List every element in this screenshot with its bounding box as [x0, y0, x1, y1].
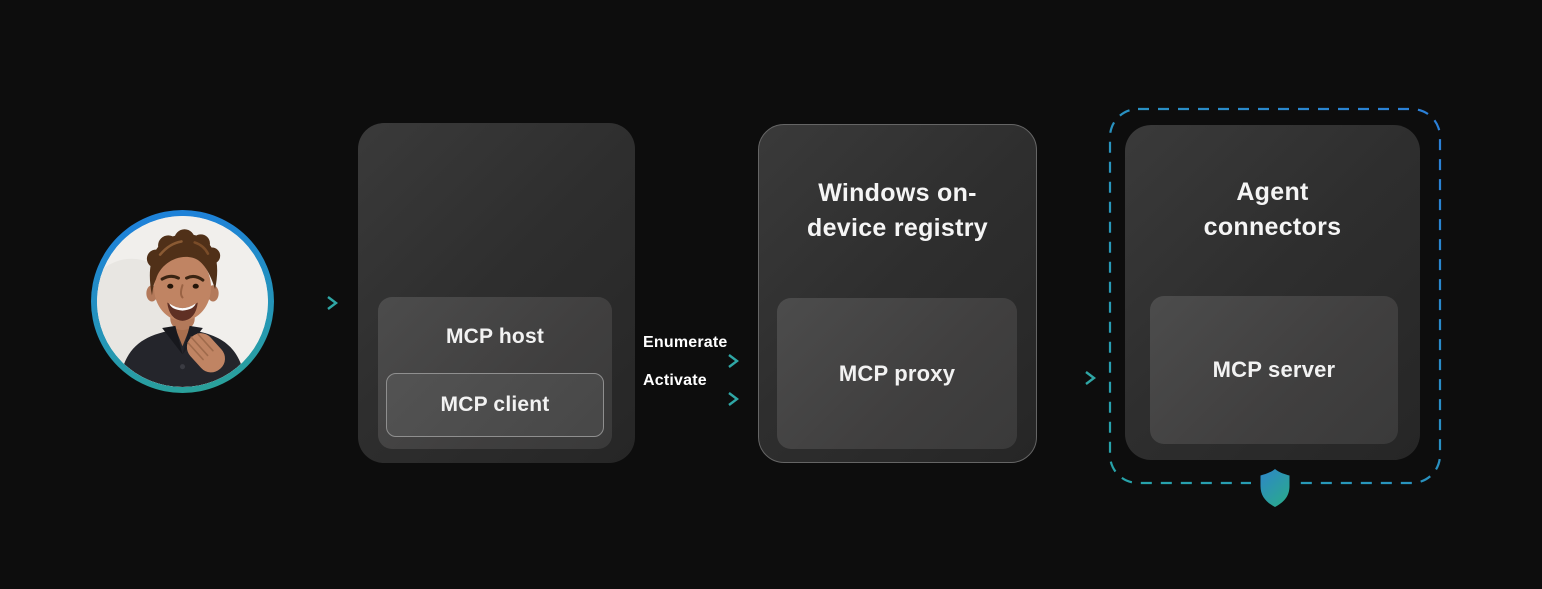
connectors-title: Agent connectors	[1125, 175, 1420, 245]
arrow-activate-icon	[643, 392, 739, 406]
registry-node: Windows on- device registry MCP proxy	[758, 124, 1037, 463]
mcp-server-box: MCP server	[1150, 296, 1398, 444]
agent-node: Agent MCP host MCP client	[358, 123, 635, 463]
security-shield-icon	[1260, 469, 1290, 507]
mcp-host-label: MCP host	[445, 325, 545, 348]
registry-title: Windows on- device registry	[759, 176, 1036, 246]
arrow-user-to-agent-icon	[288, 296, 338, 310]
user-avatar	[91, 210, 274, 393]
connectors-title-line2: connectors	[1203, 213, 1342, 241]
connectors-title-line1: Agent	[1236, 178, 1309, 206]
mcp-host-box: MCP host MCP client	[378, 297, 612, 449]
arrow-registry-to-connectors-icon	[1044, 371, 1096, 385]
activate-label: Activate	[643, 372, 707, 389]
mcp-client-label: MCP client	[440, 393, 550, 416]
connectors-node: Agent connectors MCP server	[1125, 125, 1420, 460]
mcp-client-box: MCP client	[386, 373, 604, 437]
user-avatar-illustration	[97, 216, 268, 387]
enumerate-label: Enumerate	[643, 334, 728, 351]
user-avatar-photo	[97, 216, 268, 387]
registry-title-line2: device registry	[807, 214, 988, 242]
mcp-proxy-box: MCP proxy	[777, 298, 1017, 449]
mcp-proxy-label: MCP proxy	[838, 360, 956, 386]
arrow-enumerate-icon	[643, 354, 739, 368]
security-boundary-dashed-border	[1108, 107, 1442, 507]
mcp-server-label: MCP server	[1212, 357, 1336, 382]
registry-title-line1: Windows on-	[818, 179, 977, 207]
